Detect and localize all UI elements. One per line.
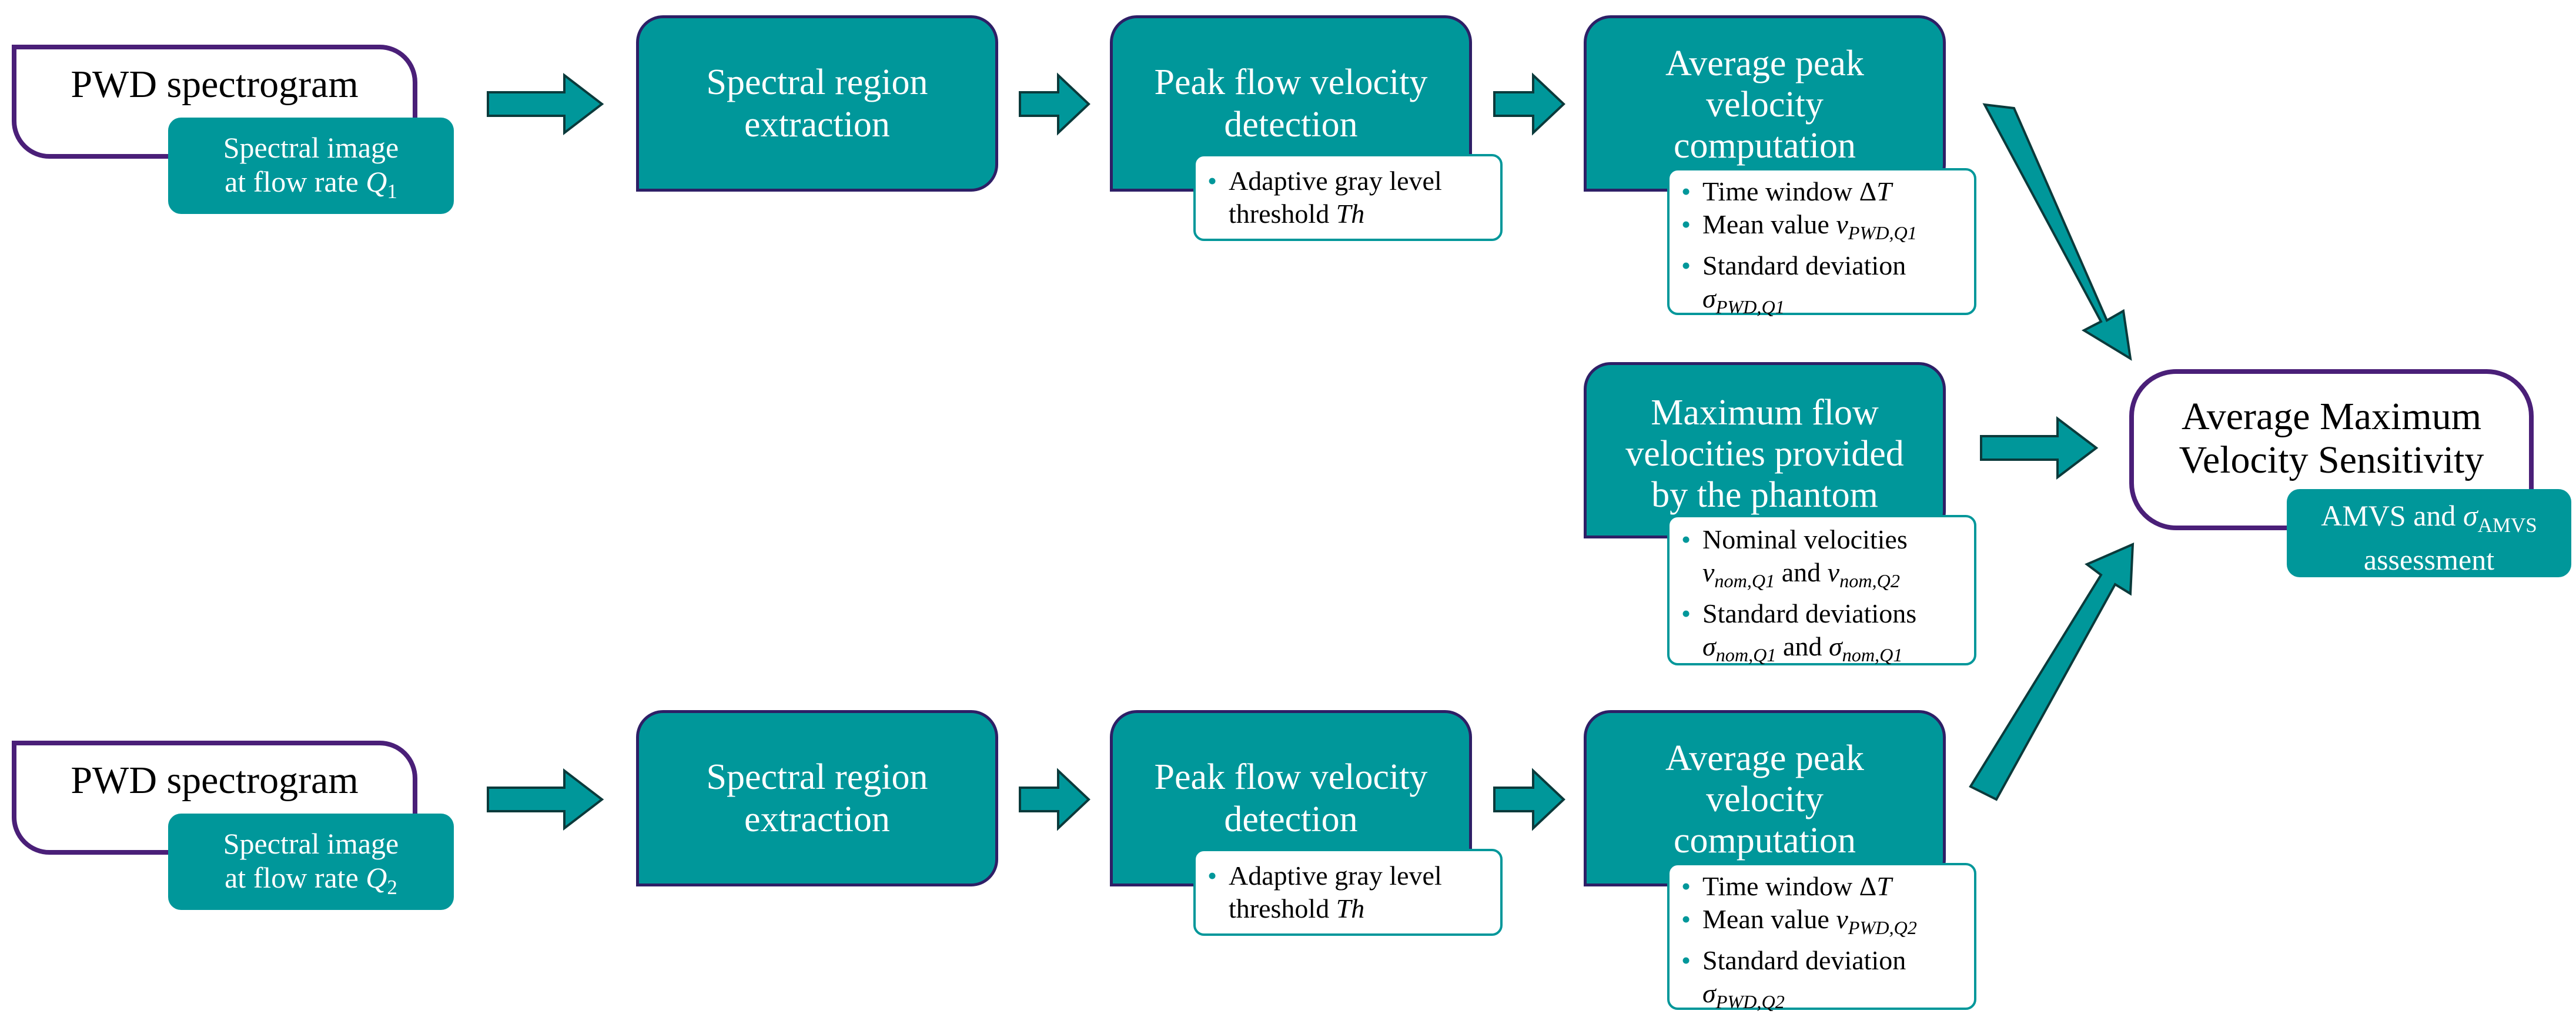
- phantom-note-2-sub-b: nom,Q2: [1839, 570, 1900, 592]
- r1-average-box: Average peak velocity computation: [1584, 15, 1946, 192]
- phantom-note-2-var-b: v: [1827, 557, 1840, 587]
- r2-avg-note-3-sub: PWD,Q2: [1715, 991, 1785, 1013]
- r2-input-tag-line1: Spectral image: [223, 827, 399, 860]
- output-line1: Average Maximum: [2181, 395, 2482, 438]
- r1-avg-note-3: Standard deviation: [1670, 249, 1974, 282]
- r2-input-title: PWD spectrogram: [71, 759, 359, 802]
- r2-avg-note-2-sub: PWD,Q2: [1848, 917, 1917, 939]
- r2-avg-note-2: Mean value: [1702, 904, 1836, 934]
- arrow-r1-average-to-output: [1982, 103, 2132, 361]
- r2-extraction-line1: Spectral region: [706, 757, 928, 797]
- output-line2: Velocity Sensitivity: [2179, 439, 2484, 481]
- arrow-r1-detection-to-average: [1493, 72, 1565, 136]
- r1-detection-line2: detection: [1224, 105, 1358, 145]
- r1-avg-note-1-var: T: [1876, 176, 1892, 206]
- phantom-note-3: Standard deviations: [1670, 597, 1974, 630]
- r1-extraction-line2: extraction: [744, 105, 890, 145]
- r2-extraction-box: Spectral region extraction: [636, 710, 998, 886]
- output-tag-line1-a: AMVS and: [2321, 499, 2463, 532]
- phantom-note-4-var-b: σ: [1828, 631, 1842, 662]
- r2-input-tag-sub: 2: [387, 876, 397, 899]
- phantom-note-2-sub-a: nom,Q1: [1714, 570, 1775, 592]
- phantom-note-2-and: and: [1775, 557, 1828, 587]
- r1-detection-note-line2: threshold: [1229, 199, 1336, 229]
- r2-extraction-line2: extraction: [744, 799, 890, 839]
- phantom-note-1: Nominal velocities: [1670, 523, 1974, 556]
- arrow-r2-detection-to-average: [1493, 768, 1565, 831]
- r1-detection-note-line1: Adaptive gray level: [1196, 165, 1500, 198]
- r2-average-line3: computation: [1674, 821, 1856, 861]
- r2-average-note: Time window ΔT Mean value vPWD,Q2 Standa…: [1667, 863, 1976, 1013]
- r2-input-tag: Spectral image at flow rate Q2: [168, 814, 454, 910]
- arrow-r1-input-to-extraction: [487, 72, 604, 136]
- r1-detection-note: Adaptive gray level threshold Th: [1193, 154, 1503, 241]
- phantom-line3: by the phantom: [1651, 475, 1878, 515]
- r1-average-line2: velocity: [1706, 85, 1824, 125]
- phantom-note-4-and: and: [1776, 631, 1829, 662]
- r1-input-tag-line2: at flow rate: [225, 165, 366, 198]
- arrow-r2-average-to-output: [1969, 542, 2135, 801]
- r2-detection-note-var: Th: [1336, 894, 1365, 923]
- r1-average-line3: computation: [1674, 126, 1856, 166]
- phantom-line2: velocities provided: [1625, 434, 1904, 474]
- phantom-box: Maximum flow velocities provided by the …: [1584, 362, 1946, 538]
- output-tag-line1-var: σ: [2463, 499, 2478, 532]
- r1-input-tag: Spectral image at flow rate Q1: [168, 118, 454, 214]
- r2-avg-note-3-var: σ: [1702, 978, 1716, 1009]
- phantom-line1: Maximum flow: [1651, 393, 1879, 433]
- r2-average-line1: Average peak: [1665, 738, 1864, 778]
- r2-input-tag-var: Q: [366, 861, 387, 894]
- r1-average-line1: Average peak: [1665, 43, 1864, 83]
- arrow-r2-input-to-extraction: [487, 768, 604, 831]
- phantom-note-4-var-a: σ: [1702, 631, 1716, 662]
- r2-avg-note-2-var: v: [1836, 904, 1848, 934]
- r2-input-tag-line2: at flow rate: [225, 861, 366, 894]
- output-tag-line2: assessment: [2363, 543, 2495, 576]
- r2-avg-note-1: Time window Δ: [1702, 871, 1877, 901]
- r1-input-tag-var: Q: [366, 165, 387, 198]
- r1-avg-note-1: Time window Δ: [1702, 176, 1877, 206]
- r1-avg-note-2-var: v: [1836, 209, 1848, 239]
- r1-extraction-box: Spectral region extraction: [636, 15, 998, 192]
- r1-input-tag-line1: Spectral image: [223, 131, 399, 164]
- r1-average-note: Time window ΔT Mean value vPWD,Q1 Standa…: [1667, 168, 1976, 318]
- r2-avg-note-3: Standard deviation: [1670, 944, 1974, 977]
- output-tag: AMVS and σAMVS assessment: [2287, 489, 2571, 577]
- arrow-phantom-to-output: [1980, 416, 2099, 480]
- r1-input-title: PWD spectrogram: [71, 63, 359, 106]
- r2-avg-note-1-var: T: [1876, 871, 1892, 901]
- r2-detection-note: Adaptive gray level threshold Th: [1193, 849, 1503, 936]
- phantom-note-2-var-a: v: [1702, 557, 1715, 587]
- r2-detection-note-line1: Adaptive gray level: [1196, 859, 1500, 892]
- r2-detection-line2: detection: [1224, 799, 1358, 839]
- r1-input-tag-sub: 1: [387, 180, 397, 203]
- r1-avg-note-2-sub: PWD,Q1: [1848, 222, 1917, 244]
- output-tag-line1-sub: AMVS: [2477, 514, 2537, 537]
- r2-average-line2: velocity: [1706, 779, 1824, 819]
- r2-average-box: Average peak velocity computation: [1584, 710, 1946, 886]
- r1-detection-note-var: Th: [1336, 199, 1365, 229]
- phantom-note: Nominal velocities vnom,Q1 and vnom,Q2 S…: [1667, 515, 1976, 665]
- arrow-r1-extraction-to-detection: [1019, 72, 1090, 136]
- phantom-note-4-sub-b: nom,Q1: [1842, 644, 1903, 666]
- r1-avg-note-3-var: σ: [1702, 283, 1716, 314]
- r1-avg-note-3-sub: PWD,Q1: [1715, 296, 1785, 318]
- r1-detection-line1: Peak flow velocity: [1154, 62, 1428, 102]
- r1-avg-note-2: Mean value: [1702, 209, 1836, 239]
- r2-detection-line1: Peak flow velocity: [1154, 757, 1428, 797]
- r1-extraction-line1: Spectral region: [706, 62, 928, 102]
- r2-detection-note-line2: threshold: [1229, 894, 1336, 923]
- arrow-r2-extraction-to-detection: [1019, 768, 1090, 831]
- phantom-note-4-sub-a: nom,Q1: [1715, 644, 1777, 666]
